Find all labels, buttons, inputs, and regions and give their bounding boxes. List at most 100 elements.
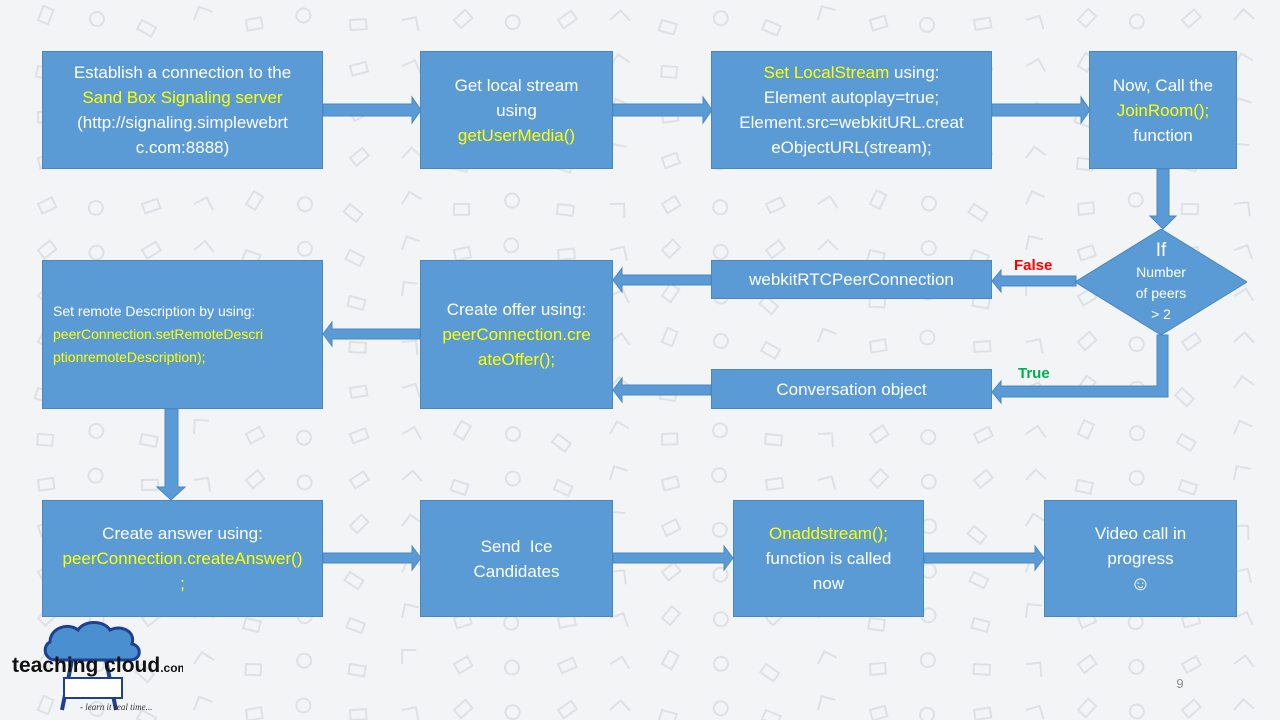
background-doodle bbox=[1233, 464, 1251, 481]
arrow-conversation-to-offer bbox=[612, 376, 712, 404]
background-doodle bbox=[1076, 330, 1098, 352]
background-doodle bbox=[401, 146, 423, 159]
background-doodle bbox=[1076, 243, 1097, 262]
background-doodle bbox=[1233, 375, 1255, 389]
background-doodle bbox=[504, 704, 521, 720]
background-doodle bbox=[135, 18, 158, 38]
background-doodle bbox=[660, 561, 682, 583]
background-doodle bbox=[817, 194, 839, 209]
background-doodle bbox=[1025, 14, 1045, 30]
background-doodle bbox=[660, 281, 681, 304]
background-doodle bbox=[348, 60, 370, 77]
background-doodle bbox=[296, 240, 313, 257]
background-doodle bbox=[968, 570, 990, 590]
background-doodle bbox=[758, 662, 781, 683]
background-doodle bbox=[452, 245, 473, 262]
background-doodle bbox=[1173, 386, 1196, 408]
background-doodle bbox=[452, 419, 473, 441]
background-doodle bbox=[966, 524, 988, 546]
background-doodle bbox=[193, 239, 215, 253]
peer-connection-step: webkitRTCPeerConnection bbox=[711, 260, 992, 299]
background-doodle bbox=[1025, 468, 1047, 481]
background-doodle bbox=[764, 432, 784, 447]
background-doodle bbox=[88, 422, 105, 439]
background-doodle bbox=[1233, 610, 1254, 626]
background-doodle bbox=[295, 429, 312, 446]
background-doodle bbox=[36, 694, 55, 716]
background-doodle bbox=[660, 326, 679, 348]
background-doodle bbox=[348, 146, 371, 168]
background-doodle bbox=[712, 700, 729, 717]
background-doodle bbox=[1025, 338, 1044, 354]
background-doodle bbox=[972, 706, 993, 720]
background-doodle bbox=[919, 329, 936, 346]
background-doodle bbox=[868, 424, 890, 445]
false-branch-label: False bbox=[1014, 257, 1053, 274]
arrow-remote-to-answer bbox=[155, 408, 187, 501]
background-doodle bbox=[348, 384, 369, 400]
send-ice-candidates-step: Send Ice Candidates bbox=[420, 500, 613, 617]
background-doodle bbox=[1076, 7, 1098, 29]
background-doodle bbox=[712, 243, 729, 260]
background-doodle bbox=[556, 9, 579, 30]
background-doodle bbox=[244, 468, 266, 490]
background-doodle bbox=[868, 188, 888, 211]
arrow-onaddstream-to-videocall bbox=[923, 544, 1045, 572]
background-doodle bbox=[1233, 7, 1255, 21]
background-doodle bbox=[348, 426, 370, 445]
background-doodle bbox=[817, 238, 839, 251]
background-doodle bbox=[1180, 331, 1203, 352]
true-branch-label: True bbox=[1018, 365, 1050, 382]
background-doodle bbox=[452, 698, 474, 720]
background-doodle bbox=[920, 240, 937, 257]
background-doodle bbox=[659, 64, 679, 79]
background-doodle bbox=[609, 612, 629, 628]
background-doodle bbox=[660, 649, 680, 671]
background-doodle bbox=[296, 652, 313, 669]
background-doodle bbox=[817, 475, 837, 491]
background-doodle bbox=[193, 476, 212, 492]
background-doodle bbox=[759, 340, 782, 360]
background-doodle bbox=[87, 467, 104, 484]
background-doodle bbox=[193, 650, 215, 665]
background-doodle bbox=[1025, 512, 1046, 527]
background-doodle bbox=[1233, 201, 1251, 217]
background-doodle bbox=[817, 5, 836, 21]
background-doodle bbox=[712, 10, 729, 27]
page-number: 9 bbox=[1176, 676, 1184, 691]
background-doodle bbox=[972, 16, 993, 32]
background-doodle bbox=[1074, 478, 1095, 495]
background-doodle bbox=[972, 468, 995, 490]
background-doodle bbox=[88, 701, 105, 717]
background-doodle bbox=[609, 332, 631, 346]
background-doodle bbox=[504, 192, 521, 209]
set-remote-description-step: Set remote Description by using: peerCon… bbox=[42, 260, 323, 409]
background-doodle bbox=[712, 566, 729, 583]
background-doodle bbox=[401, 235, 421, 251]
create-offer-step: Create offer using: peerConnection.cre a… bbox=[420, 260, 613, 409]
background-doodle bbox=[920, 473, 937, 490]
background-doodle bbox=[760, 18, 783, 37]
background-doodle bbox=[295, 697, 312, 714]
background-doodle bbox=[348, 513, 370, 535]
background-doodle bbox=[764, 195, 787, 215]
background-doodle bbox=[401, 339, 419, 355]
arrow-connect-to-stream bbox=[322, 95, 422, 125]
background-doodle bbox=[868, 14, 889, 32]
background-doodle bbox=[921, 195, 937, 212]
background-doodle bbox=[193, 418, 209, 435]
background-doodle bbox=[1025, 235, 1044, 251]
background-doodle bbox=[1076, 201, 1096, 216]
smiley-icon: ☺ bbox=[1130, 572, 1151, 595]
background-doodle bbox=[1025, 145, 1047, 159]
background-doodle bbox=[138, 432, 159, 449]
background-doodle bbox=[504, 14, 521, 31]
background-doodle bbox=[550, 432, 573, 454]
background-doodle bbox=[817, 695, 836, 711]
background-doodle bbox=[1127, 191, 1144, 208]
background-doodle bbox=[970, 616, 991, 634]
background-doodle bbox=[140, 197, 162, 215]
arrow-decision-true bbox=[991, 334, 1169, 405]
background-doodle bbox=[452, 654, 474, 675]
